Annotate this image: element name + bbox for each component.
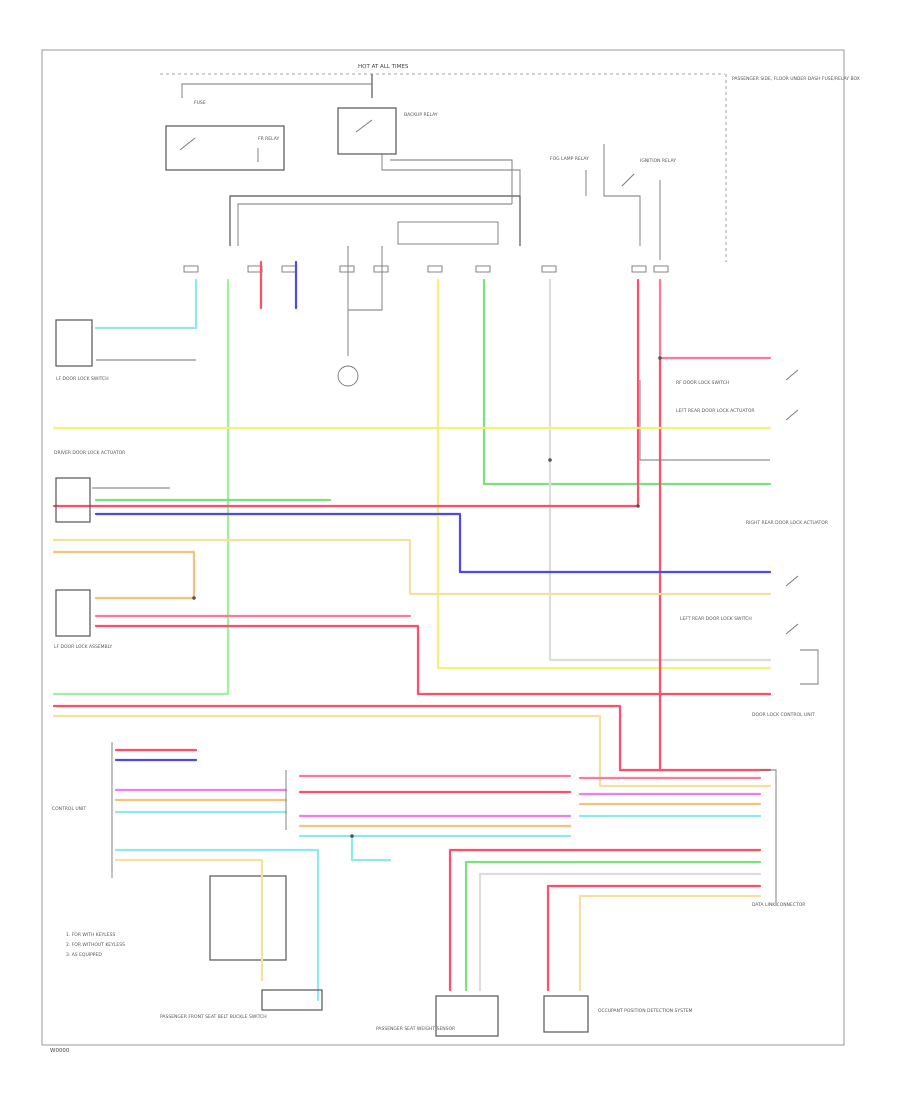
wire-red-vertical-2: [658, 278, 772, 360]
odp-label: OCCUPANT POSITION DETECTION SYSTEM: [598, 1008, 693, 1014]
control-unit: CONTROL UNIT: [52, 742, 777, 1002]
wire-green-vertical-2: [482, 278, 772, 486]
left-component-1: LF DOOR LOCK SWITCH: [55, 319, 196, 382]
right-note: PASSENGER SIDE, FLOOR UNDER DASH FUSE/RE…: [732, 76, 860, 82]
connector-pin-4: [339, 265, 355, 273]
diagram-frame: [41, 49, 845, 1046]
junction-link: [381, 154, 521, 196]
legend-1: 1. FOR WITH KEYLESS: [66, 932, 116, 938]
bottom-left-module: 1. FOR WITH KEYLESS 2. FOR WITHOUT KEYLE…: [66, 858, 323, 1020]
buckle-switch-box: [261, 989, 323, 1011]
relay4-switch: [621, 173, 635, 187]
rr-actuator-contact: [785, 575, 799, 587]
relay4-label: IGNITION RELAY: [640, 158, 676, 164]
fuse-label: FUSE: [194, 100, 206, 106]
connector-pin-1: [183, 265, 199, 273]
lf-switch-box: [55, 319, 93, 367]
ground-symbol: [337, 365, 359, 387]
junction-connector: [397, 221, 499, 245]
lf-lock-label: LF DOOR LOCK ASSEMBLY: [54, 644, 113, 650]
connector-pin-3: [281, 265, 297, 273]
relay-box-1: [165, 125, 285, 171]
wire-cyan-drop: [350, 834, 392, 862]
wire-tan-horizontal: [52, 538, 772, 596]
junction-bus: [229, 195, 521, 246]
rf-switch-label: RF DOOR LOCK SWITCH: [676, 380, 729, 386]
weight-sensor-label: PASSENGER SEAT WEIGHT SENSOR: [376, 1026, 455, 1032]
rr-actuator-label: RIGHT REAR DOOR LOCK ACTUATOR: [746, 520, 828, 526]
bus-branch: [181, 83, 372, 98]
wire-cyan-vertical: [94, 278, 198, 330]
junction-dot-1: [658, 356, 662, 360]
control-unit-label: CONTROL UNIT: [52, 806, 86, 812]
wire-tan-loop: [52, 550, 196, 600]
lr-actuator-label: LEFT REAR DOOR LOCK ACTUATOR: [676, 408, 755, 414]
wire-tan-bottom-right: [578, 894, 762, 992]
lf-lock-box: [55, 589, 91, 637]
wire-gray-vertical: [639, 380, 770, 461]
wire-cyan-cu-2: [114, 848, 320, 1002]
left-component-2: DRIVER DOOR LOCK ACTUATOR: [54, 450, 170, 523]
junction-dot-5: [350, 834, 354, 838]
lr-switch-label: LEFT REAR DOOR LOCK SWITCH: [680, 616, 752, 622]
driver-actuator-label: DRIVER DOOR LOCK ACTUATOR: [54, 450, 125, 456]
relay3-label: FOG LAMP RELAY: [550, 156, 589, 162]
relay3-link: [603, 144, 641, 246]
right-connector-bracket: [760, 769, 777, 906]
connector-pin-5: [373, 265, 389, 273]
bottom-right-sensor: OCCUPANT POSITION DETECTION SYSTEM: [543, 884, 762, 1033]
junction-bus-2: [237, 203, 512, 246]
bottom-center-sensor: PASSENGER SEAT WEIGHT SENSOR: [376, 848, 762, 1037]
connector-pin-10: [653, 265, 669, 273]
wire-red-bottom: [448, 848, 762, 992]
sensor-module-box: [209, 875, 287, 961]
wire-red-lower: [52, 704, 772, 772]
door-lock-unit-label: DOOR LOCK CONTROL UNIT: [752, 712, 815, 718]
legend-3: 3. AS EQUIPPED: [66, 952, 102, 958]
dlc-label: DATA LINK CONNECTOR: [752, 902, 805, 908]
junction-link-2: [390, 159, 513, 204]
wire-blue-horizontal: [94, 512, 772, 574]
left-component-3: LF DOOR LOCK ASSEMBLY: [54, 589, 772, 696]
relay1-label: FR RELAY: [258, 136, 279, 142]
junction-dot-4: [192, 596, 196, 600]
wire-red-lf: [94, 624, 772, 696]
footer-code: W0000: [50, 1048, 70, 1054]
junction-dot-3: [636, 504, 640, 508]
lf-switch-label: LF DOOR LOCK SWITCH: [56, 376, 109, 382]
weight-sensor-box: [435, 995, 499, 1037]
buckle-switch-label: PASSENGER FRONT SEAT BELT BUCKLE SWITCH: [160, 1014, 267, 1020]
wire-tan-lower: [52, 714, 772, 788]
bus-label: HOT AT ALL TIMES: [358, 64, 409, 70]
lr-actuator-contact: [785, 409, 799, 421]
right-switch-bracket: [800, 649, 819, 685]
power-distribution: HOT AT ALL TIMES FR RELAY FUSE BACKUP RE…: [160, 64, 860, 262]
odp-box: [543, 995, 589, 1033]
wire-wht-bottom: [478, 872, 762, 992]
wire-green-vertical: [52, 278, 230, 696]
driver-actuator-box: [55, 477, 91, 523]
wire-red-bottom-right: [546, 884, 762, 992]
lr-switch-contact: [785, 623, 799, 635]
legend-2: 2. FOR WITHOUT KEYLESS: [66, 942, 125, 948]
connector-pin-7: [475, 265, 491, 273]
relay1-switch: [179, 137, 196, 151]
connector-row: [183, 265, 669, 273]
connector-pin-8: [541, 265, 557, 273]
relay-box-2: [337, 107, 397, 155]
wire-white-vertical: [548, 278, 772, 662]
connector-pin-6: [427, 265, 443, 273]
right-components: RF DOOR LOCK SWITCH LEFT REAR DOOR LOCK …: [676, 369, 828, 908]
connector-pin-9: [631, 265, 647, 273]
junction-dot-2: [548, 458, 552, 462]
relay2-label: BACKUP RELAY: [404, 112, 438, 118]
rf-switch-contact: [785, 369, 799, 381]
ground-link: [348, 246, 383, 311]
wire-grn-bottom: [464, 860, 762, 992]
relay2-switch: [355, 119, 373, 133]
